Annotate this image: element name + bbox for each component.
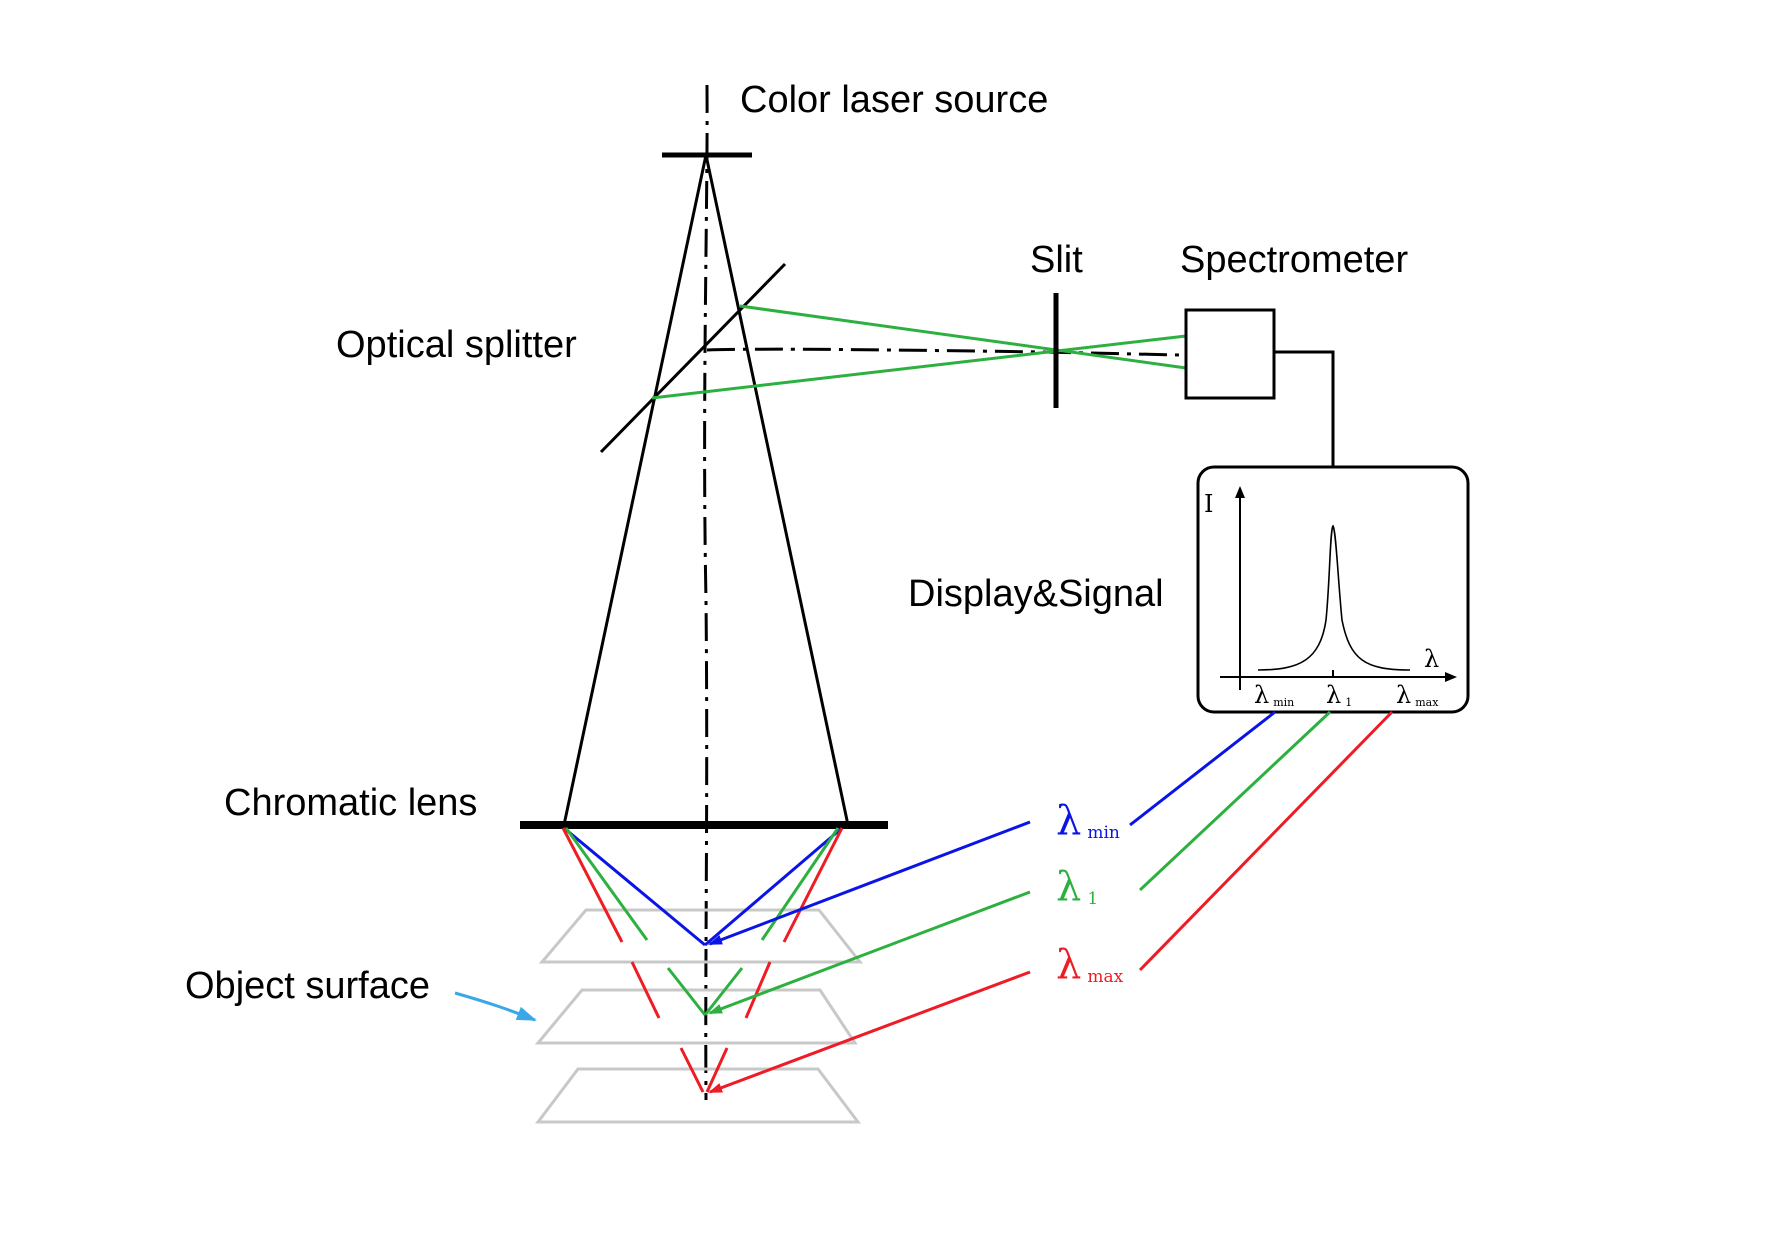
display-box (1196, 465, 1470, 714)
label-spectrometer: Spectrometer (1180, 239, 1408, 281)
optical-splitter (599, 262, 787, 454)
red-focus-left-a (561, 827, 624, 943)
beam-left (562, 154, 708, 826)
spectrum-peak (1257, 524, 1411, 671)
green-focus-left-a (564, 827, 649, 941)
label-lens: Chromatic lens (224, 782, 477, 824)
green-ray-upper (739, 304, 1187, 370)
graph-y-label: I (1204, 490, 1213, 518)
object-surface-top (538, 908, 864, 964)
red-focus-left-c (679, 1047, 705, 1093)
label-splitter: Optical splitter (336, 324, 577, 366)
label-display: Display&Signal (908, 573, 1164, 615)
blue-pointer-arrow (708, 820, 1031, 946)
blue-focus-left (563, 826, 706, 947)
object-surface-pointer (454, 991, 537, 1022)
label-slit: Slit (1030, 239, 1083, 281)
green-focus-left-b (666, 967, 707, 1016)
object-surface-middle (534, 988, 858, 1045)
blue-focus-right (704, 826, 843, 947)
red-focus-right-a (782, 827, 844, 943)
red-focus-left-b (630, 961, 661, 1019)
blue-signal-line (1129, 710, 1276, 827)
object-surface-bottom (534, 1067, 862, 1124)
red-pointer-arrow (708, 970, 1031, 1094)
label-object: Object surface (185, 965, 430, 1007)
label-source: Color laser source (740, 79, 1048, 121)
reflected-axis (706, 347, 1181, 357)
red-focus-right-b (744, 961, 772, 1019)
green-ray-lower (651, 334, 1187, 400)
graph-x-label: λ (1424, 645, 1439, 673)
red-signal-line (1138, 710, 1394, 972)
green-pointer-arrow (708, 890, 1031, 1015)
green-focus-right-a (760, 827, 840, 941)
green-signal-line (1138, 710, 1332, 892)
optical-axis (703, 84, 709, 1101)
spectrometer-cable (1274, 350, 1335, 467)
spectrometer-box (1184, 308, 1276, 400)
beam-right (704, 154, 850, 826)
